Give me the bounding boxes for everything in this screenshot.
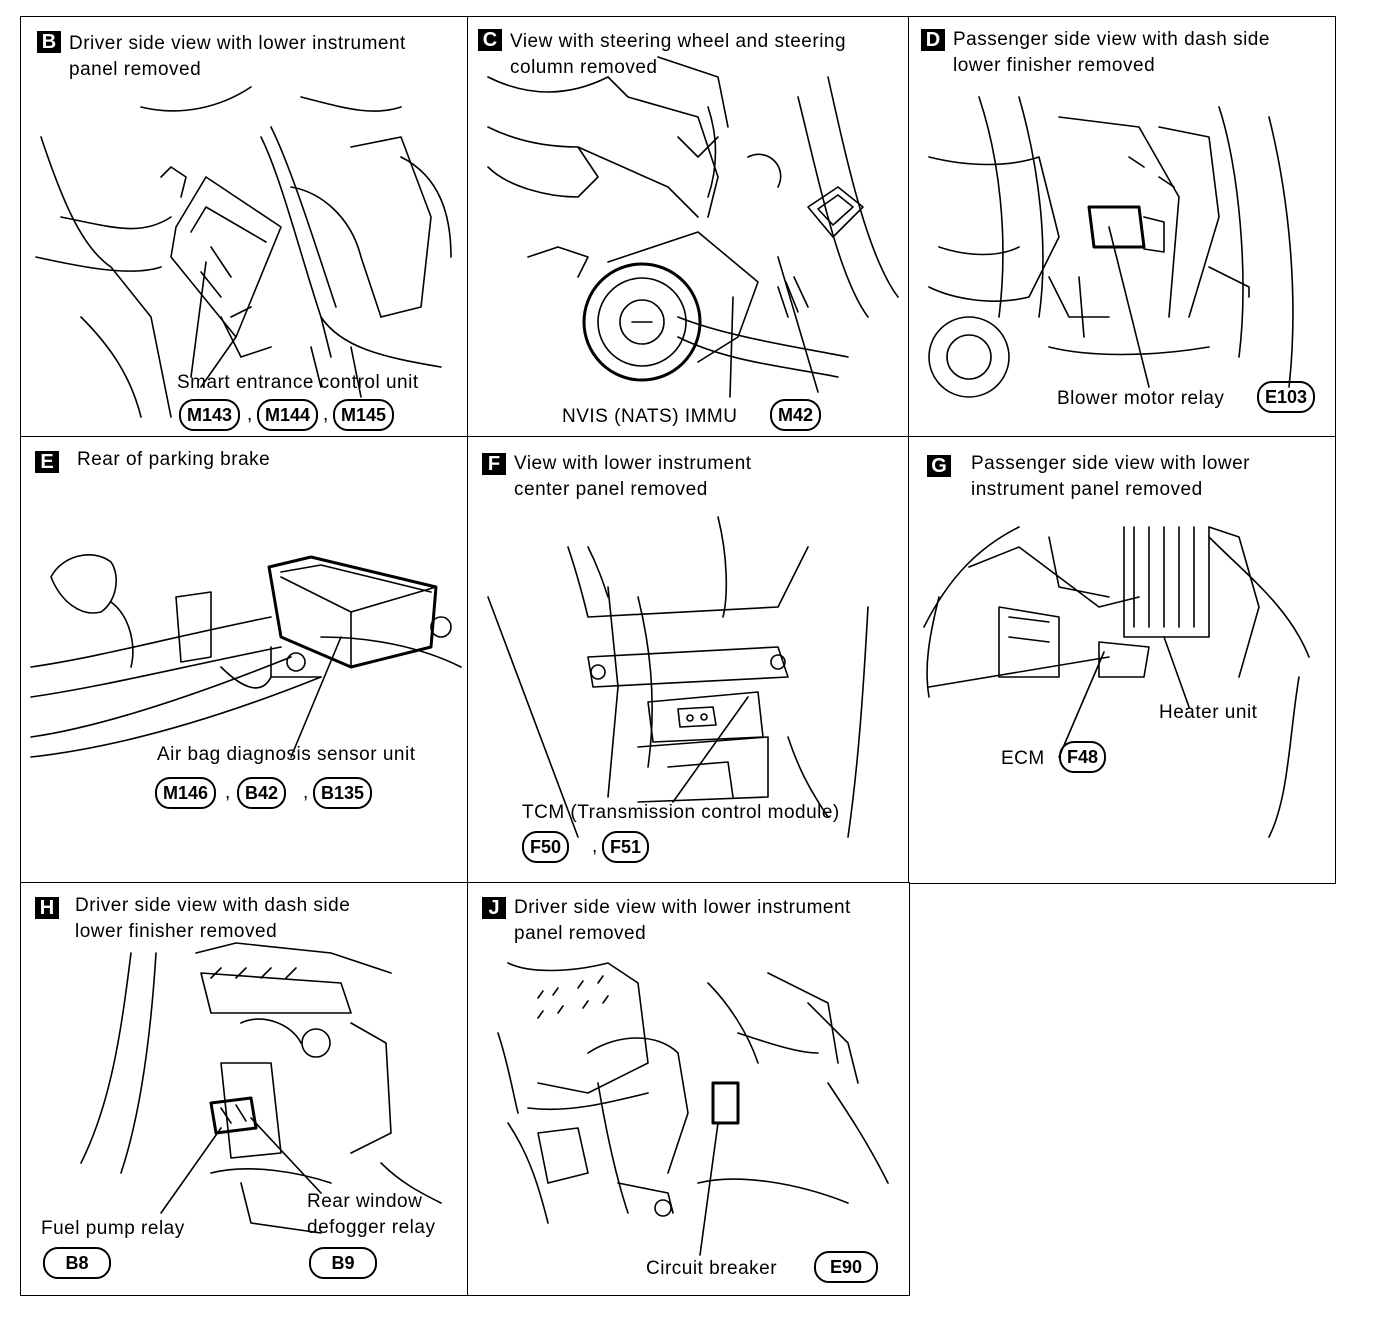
panel-c-illustration — [487, 56, 899, 398]
connector-m144: M144 — [257, 399, 319, 431]
connector-b135: B135 — [313, 777, 373, 809]
panel-e: E Rear of parking brake Air bag diagnosi… — [20, 436, 469, 884]
panel-f-letter: F — [482, 453, 506, 475]
panel-e-label: Air bag diagnosis sensor unit — [157, 744, 416, 765]
panel-g-letter: G — [927, 455, 951, 477]
panel-h-label-defogger: Rear window defogger relay — [307, 1191, 436, 1238]
connector-f48: F48 — [1059, 741, 1107, 773]
connector-separator: , — [303, 782, 309, 803]
panel-h: H Driver side view with dash side lower … — [20, 882, 469, 1296]
panel-g-label-heater: Heater unit — [1159, 702, 1258, 723]
panel-e-title: Rear of parking brake — [77, 449, 271, 470]
connector-separator: , — [323, 404, 329, 425]
panel-g-illustration — [923, 526, 1310, 838]
connector-f50: F50 — [522, 831, 570, 863]
panel-h-letter: H — [35, 897, 59, 919]
connector-m143: M143 — [179, 399, 241, 431]
connector-separator: , — [247, 404, 253, 425]
connector-e90: E90 — [814, 1251, 878, 1283]
panel-f: F View with lower instrument center pane… — [467, 436, 910, 884]
connector-separator: , — [225, 782, 231, 803]
panel-f-label: TCM (Transmission control module) — [522, 802, 840, 823]
panel-g-label-ecm: ECM — [1001, 748, 1045, 769]
panel-b-letter: B — [37, 31, 61, 53]
panel-d-title: Passenger side view with dash side lower… — [953, 29, 1270, 76]
panel-c: C View with steering wheel and steering … — [467, 16, 910, 438]
panel-h-illustration — [80, 942, 442, 1234]
panel-b-label: Smart entrance control unit — [177, 372, 419, 393]
panel-d-illustration — [928, 96, 1294, 398]
panel-f-illustration — [487, 516, 869, 838]
panel-j-label: Circuit breaker — [646, 1258, 778, 1279]
panel-c-label: NVIS (NATS) IMMU — [562, 406, 738, 427]
panel-g: G Passenger side view with lower instrum… — [908, 436, 1336, 884]
panel-d-letter: D — [921, 29, 945, 51]
panel-j-letter: J — [482, 897, 506, 919]
panel-g-title: Passenger side view with lower instrumen… — [971, 453, 1251, 500]
panel-h-label-fuel: Fuel pump relay — [41, 1218, 185, 1239]
panel-d-label: Blower motor relay — [1057, 388, 1225, 409]
panel-e-illustration — [30, 553, 462, 758]
panel-f-title: View with lower instrument center panel … — [514, 453, 752, 500]
panel-b-illustration — [35, 86, 452, 418]
panel-j-illustration — [497, 962, 889, 1256]
panel-e-letter: E — [35, 451, 59, 473]
panel-j-title: Driver side view with lower instrument p… — [514, 897, 851, 944]
panel-c-title: View with steering wheel and steering co… — [510, 31, 847, 78]
panel-h-title: Driver side view with dash side lower fi… — [75, 895, 351, 942]
connector-b8: B8 — [43, 1247, 111, 1279]
connector-e103: E103 — [1257, 381, 1316, 413]
connector-m145: M145 — [333, 399, 395, 431]
connector-m42: M42 — [770, 399, 822, 431]
connector-b9: B9 — [309, 1247, 377, 1279]
panel-c-letter: C — [478, 29, 502, 51]
connector-m146: M146 — [155, 777, 217, 809]
connector-f51: F51 — [602, 831, 650, 863]
panel-b-title: Driver side view with lower instrument p… — [69, 33, 406, 80]
panel-d: D Passenger side view with dash side low… — [908, 16, 1336, 438]
panel-b: B Driver side view with lower instrument… — [20, 16, 469, 438]
connector-separator: , — [592, 836, 598, 857]
panel-j: J Driver side view with lower instrument… — [467, 882, 910, 1296]
connector-b42: B42 — [237, 777, 287, 809]
